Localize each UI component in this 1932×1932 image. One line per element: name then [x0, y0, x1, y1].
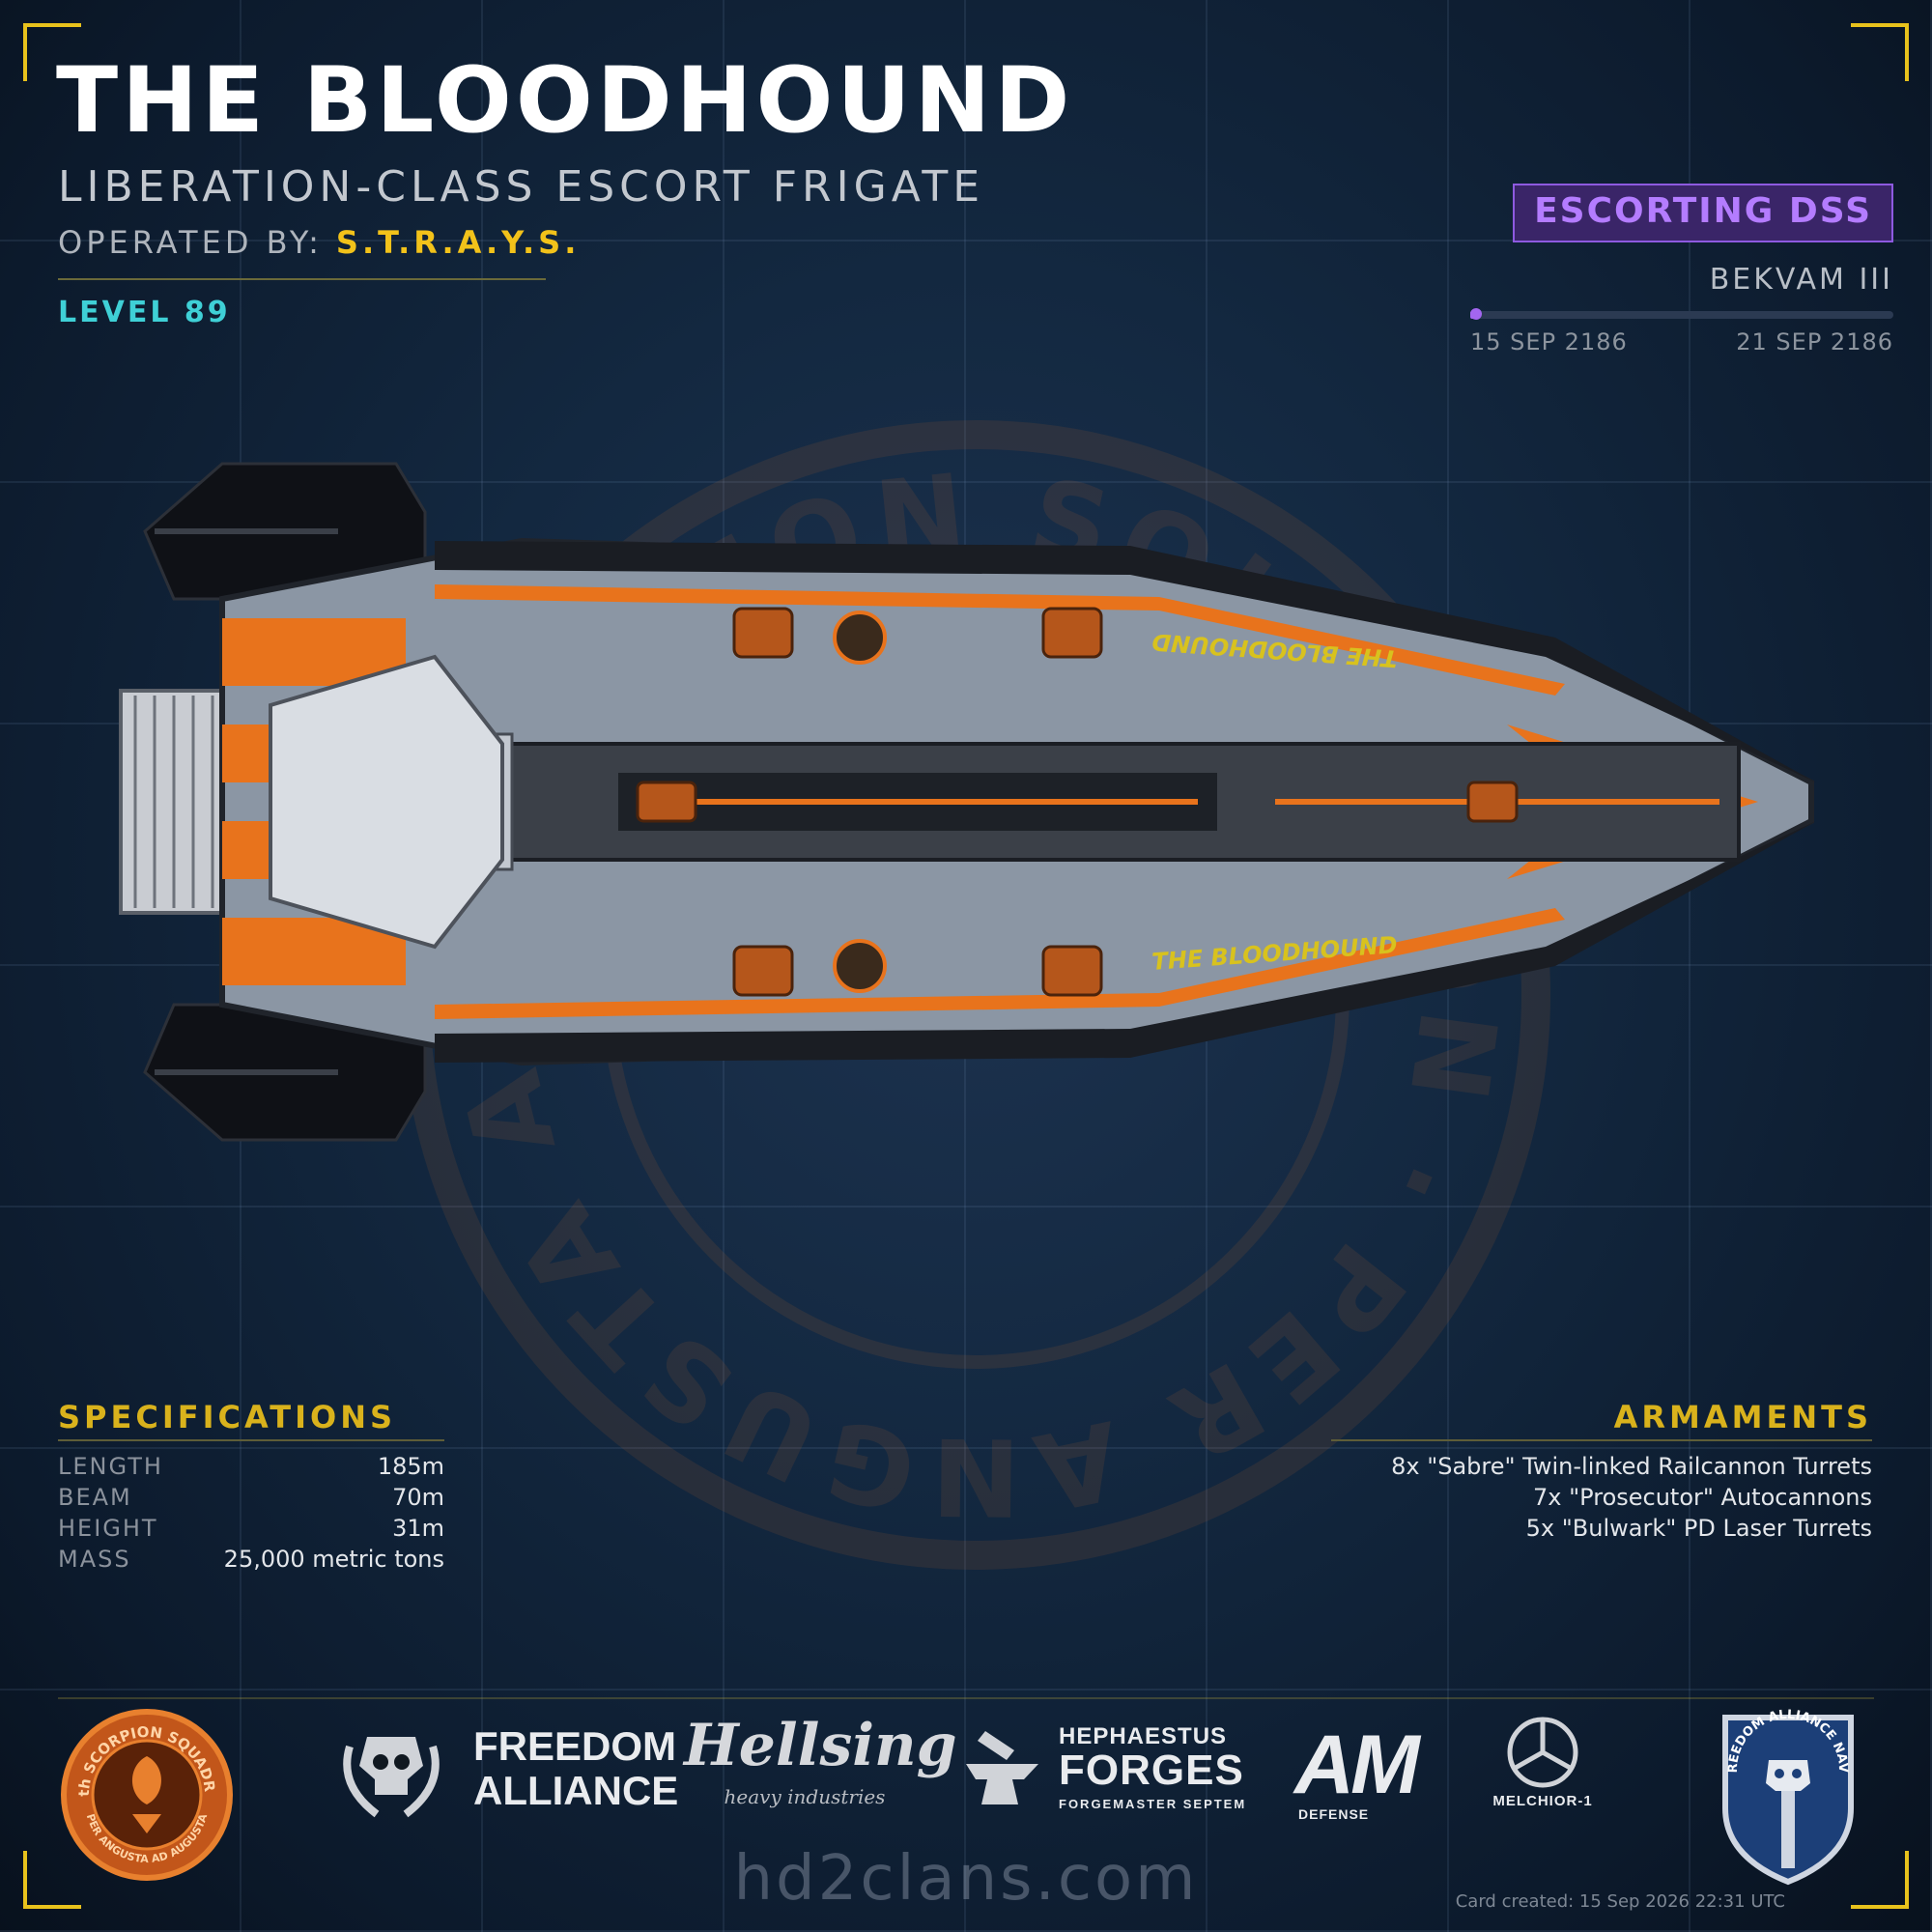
armaments-title: ARMAMENTS — [1613, 1399, 1872, 1435]
operator-divider — [58, 278, 546, 280]
spec-label: BEAM — [58, 1484, 132, 1511]
card-created-timestamp: Card created: 15 Sep 2026 22:31 UTC — [1455, 1891, 1785, 1912]
mission-progress-marker — [1470, 308, 1482, 320]
armament-item: 7x "Prosecutor" Autocannons — [1533, 1484, 1872, 1511]
ship-level: LEVEL 89 — [58, 296, 231, 329]
operator-name: S.T.R.A.Y.S. — [335, 224, 581, 261]
melchior-name: MELCHIOR-1 — [1492, 1793, 1593, 1809]
hellsing-sub: heavy industries — [724, 1785, 886, 1808]
melchior-icon — [1507, 1717, 1578, 1788]
ship-name: THE BLOODHOUND — [56, 48, 1074, 154]
spec-row-length: LENGTH 185m — [58, 1453, 444, 1484]
specifications-divider — [58, 1439, 444, 1441]
am-defense-logo: AM DEFENSE — [1294, 1723, 1459, 1830]
freedom-alliance-line2: ALLIANCE — [473, 1768, 679, 1813]
operator-label: OPERATED BY: — [58, 224, 323, 261]
hephaestus-line2: FORGES — [1059, 1747, 1244, 1794]
spec-label: LENGTH — [58, 1453, 163, 1480]
spec-value: 25,000 metric tons — [223, 1546, 444, 1573]
spec-value: 185m — [377, 1453, 444, 1480]
scorpion-squadron-logo: 65th SCORPION SQUADRON PER ANGUSTA AD AU… — [60, 1708, 233, 1881]
armament-item: 5x "Bulwark" PD Laser Turrets — [1525, 1515, 1872, 1542]
spec-label: HEIGHT — [58, 1515, 158, 1542]
ship-class: LIBERATION-CLASS ESCORT FRIGATE — [58, 162, 985, 212]
hephaestus-forges-logo: HEPHAESTUS FORGES FORGEMASTER SEPTEM — [956, 1718, 1265, 1824]
mission-end-date: 21 SEP 2186 — [1736, 328, 1893, 355]
operator-line: OPERATED BY: S.T.R.A.Y.S. — [58, 224, 580, 261]
melchior-logo: MELCHIOR-1 — [1480, 1716, 1605, 1812]
spec-row-mass: MASS 25,000 metric tons — [58, 1546, 444, 1577]
corner-bracket-bottom-right — [1851, 1851, 1909, 1909]
spec-value: 31m — [392, 1515, 444, 1542]
freedom-alliance-navy-logo: FREEDOM ALLIANCE NAVY — [1716, 1702, 1854, 1886]
mission-planet: BEKVAM III — [1709, 263, 1893, 297]
freedom-alliance-line1: FREEDOM — [473, 1723, 676, 1769]
corner-bracket-top-left — [23, 23, 81, 81]
engine-pod-bottom — [143, 1003, 427, 1142]
spec-value: 70m — [392, 1484, 444, 1511]
mission-progress-bar — [1470, 308, 1893, 320]
hephaestus-line1: HEPHAESTUS — [1059, 1723, 1228, 1749]
am-sub: DEFENSE — [1298, 1806, 1370, 1822]
engine-pod-top — [143, 462, 427, 601]
specifications-title: SPECIFICATIONS — [58, 1399, 397, 1435]
am-mark: AM — [1294, 1719, 1420, 1811]
footer-divider — [58, 1697, 1874, 1699]
spec-row-height: HEIGHT 31m — [58, 1515, 444, 1546]
frigate-illustration: THE BLOODHOUND THE BLOODHOUND — [119, 462, 1816, 1142]
hellsing-logo: Hellsing heavy industries — [684, 1712, 957, 1818]
spec-row-beam: BEAM 70m — [58, 1484, 444, 1515]
hellsing-name: Hellsing — [684, 1712, 957, 1779]
freedom-alliance-logo: FREEDOM ALLIANCE — [338, 1718, 678, 1824]
armaments-divider — [1331, 1439, 1872, 1441]
hephaestus-line3: FORGEMASTER SEPTEM — [1059, 1797, 1247, 1811]
armament-item: 8x "Sabre" Twin-linked Railcannon Turret… — [1391, 1453, 1872, 1480]
skull-wreath-icon — [343, 1737, 440, 1818]
mission-start-date: 15 SEP 2186 — [1470, 328, 1628, 355]
corner-bracket-top-right — [1851, 23, 1909, 81]
anvil-icon — [966, 1731, 1038, 1804]
mission-status-badge: ESCORTING DSS — [1513, 184, 1893, 242]
corner-bracket-bottom-left — [23, 1851, 81, 1909]
site-watermark: hd2clans.com — [733, 1843, 1199, 1915]
spec-label: MASS — [58, 1546, 131, 1573]
